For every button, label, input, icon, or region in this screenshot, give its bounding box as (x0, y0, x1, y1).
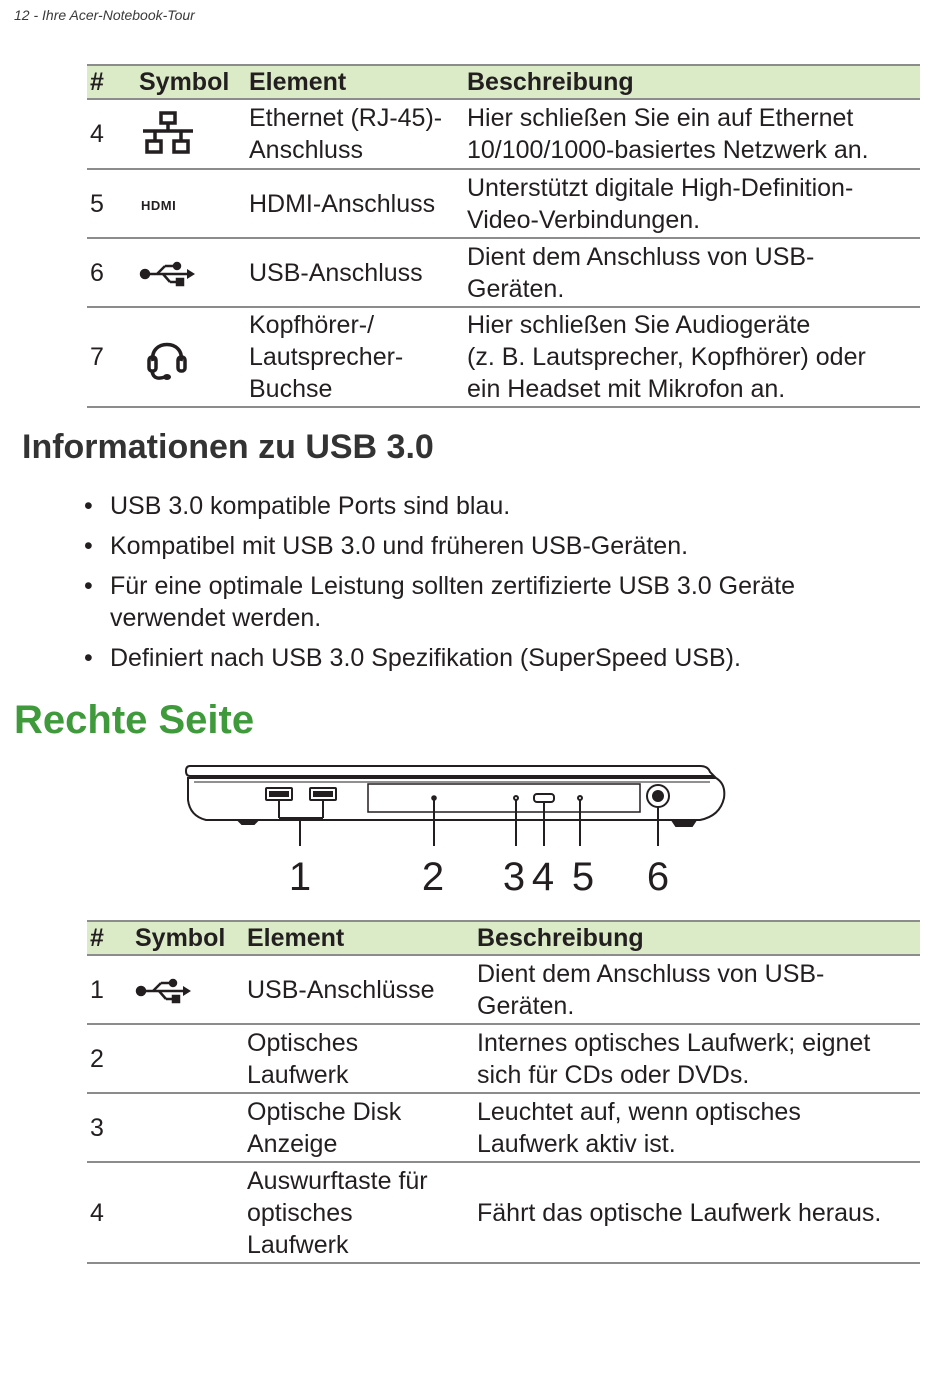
table-header-row: # Symbol Element Beschreibung (87, 920, 920, 956)
table-row: 6 USB-Anschluss D (87, 238, 920, 308)
eject-button (533, 793, 555, 803)
row-description: Dient dem Anschluss von USB- Geräten. (467, 238, 920, 308)
list-item: • Definiert nach USB 3.0 Spezifikation (S… (80, 642, 900, 674)
col-number: # (87, 64, 139, 100)
list-item: • USB 3.0 kompatible Ports sind blau. (80, 490, 900, 522)
row-description: Leuchtet auf, wenn optisches Laufwerk ak… (477, 1093, 920, 1163)
row-number: 4 (87, 99, 139, 170)
row-element: Auswurftaste für optisches Laufwerk (247, 1162, 477, 1264)
col-number: # (87, 920, 135, 956)
table-row: 7 Kopfhörer-/ Lautsprecher- Buchse Hier … (87, 307, 920, 408)
table-row: 1 USB-Anschlüsse (87, 955, 920, 1025)
table-header-row: # Symbol Element Beschreibung (87, 64, 920, 100)
row-description: Fährt das optische Laufwerk heraus. (477, 1162, 920, 1264)
row-description: Hier schließen Sie Audiogeräte (z. B. La… (467, 307, 920, 408)
row-number: 5 (87, 169, 139, 239)
row-number: 1 (87, 955, 135, 1025)
bullet-glyph: • (84, 644, 93, 672)
laptop-lid (184, 765, 717, 777)
col-description: Beschreibung (467, 64, 920, 100)
list-item-text: Für eine optimale Leistung sollten zerti… (110, 572, 796, 632)
usb-icon (135, 978, 191, 1004)
row-number: 2 (87, 1024, 135, 1094)
row-description: Unterstützt digitale High-Definition- Vi… (467, 169, 920, 239)
row-symbol (135, 1093, 247, 1163)
row-element: USB-Anschlüsse (247, 955, 477, 1025)
col-symbol: Symbol (139, 64, 249, 100)
row-number: 6 (87, 238, 139, 308)
ethernet-icon (143, 111, 193, 154)
headset-icon (147, 342, 187, 380)
hdmi-icon: HDMI (141, 198, 176, 212)
list-item-text: Kompatibel mit USB 3.0 und früheren USB-… (110, 532, 689, 560)
optical-drive (367, 783, 641, 813)
bullet-glyph: • (84, 572, 93, 600)
callout-1: 1 (289, 855, 311, 899)
laptop-base (187, 777, 726, 821)
list-item-text: USB 3.0 kompatible Ports sind blau. (110, 492, 511, 520)
row-element: Optisches Laufwerk (247, 1024, 477, 1094)
row-element: Optische Disk Anzeige (247, 1093, 477, 1163)
row-element: Kopfhörer-/ Lautsprecher- Buchse (249, 307, 467, 408)
laptop-right-side-diagram: 1 2 3 4 5 6 (184, 765, 726, 899)
callout-3: 3 (503, 855, 525, 899)
usb-section-title: Informationen zu USB 3.0 (22, 428, 434, 466)
col-description: Beschreibung (477, 920, 920, 956)
table-row: 4 Ethernet (RJ-45)- Anschluss Hier schli… (87, 99, 920, 170)
emergency-eject (577, 795, 583, 801)
callout-4: 4 (532, 855, 554, 899)
list-item-text: Definiert nach USB 3.0 Spezifikation (Su… (110, 644, 741, 672)
row-symbol (135, 1024, 247, 1094)
row-symbol (135, 1162, 247, 1264)
row-description: Dient dem Anschluss von USB- Geräten. (477, 955, 920, 1025)
disk-led (513, 795, 519, 801)
row-number: 3 (87, 1093, 135, 1163)
callout-5: 5 (572, 855, 594, 899)
table-row: 3 Optische Disk Anzeige Leuchtet auf, we… (87, 1093, 920, 1163)
row-description: Internes optisches Laufwerk; eignet sich… (477, 1024, 920, 1094)
ports-table-right: # Symbol Element Beschreibung 1 (87, 920, 920, 1264)
col-element: Element (247, 920, 477, 956)
drive-indicator (431, 795, 437, 801)
ports-table-left: # Symbol Element Beschreibung 4 (87, 64, 920, 408)
bullet-glyph: • (84, 492, 93, 520)
table-row: 5 HDMI HDMI-Anschluss Unterstützt digita… (87, 169, 920, 239)
table-row: 2 Optisches Laufwerk Internes optisches … (87, 1024, 920, 1094)
bullet-glyph: • (84, 532, 93, 560)
row-number: 7 (87, 307, 139, 408)
row-element: Ethernet (RJ-45)- Anschluss (249, 99, 467, 170)
row-element: USB-Anschluss (249, 238, 467, 308)
col-symbol: Symbol (135, 920, 247, 956)
usb-icon (139, 261, 195, 287)
row-element: HDMI-Anschluss (249, 169, 467, 239)
right-side-title: Rechte Seite (14, 698, 255, 742)
running-header: 12 - Ihre Acer-Notebook-Tour (14, 7, 195, 23)
col-element: Element (249, 64, 467, 100)
row-description: Hier schließen Sie ein auf Ethernet 10/1… (467, 99, 920, 170)
callout-2: 2 (422, 855, 444, 899)
table-row: 4 Auswurftaste für optisches Laufwerk Fä… (87, 1162, 920, 1264)
svg-text:HDMI: HDMI (141, 198, 176, 212)
list-item: • Kompatibel mit USB 3.0 und früheren USB… (80, 530, 900, 562)
list-item: • Für eine optimale Leistung sollten zert… (80, 570, 900, 634)
usb-info-list: • USB 3.0 kompatible Ports sind blau. • Ko… (80, 490, 900, 682)
callout-6: 6 (647, 855, 669, 899)
row-number: 4 (87, 1162, 135, 1264)
